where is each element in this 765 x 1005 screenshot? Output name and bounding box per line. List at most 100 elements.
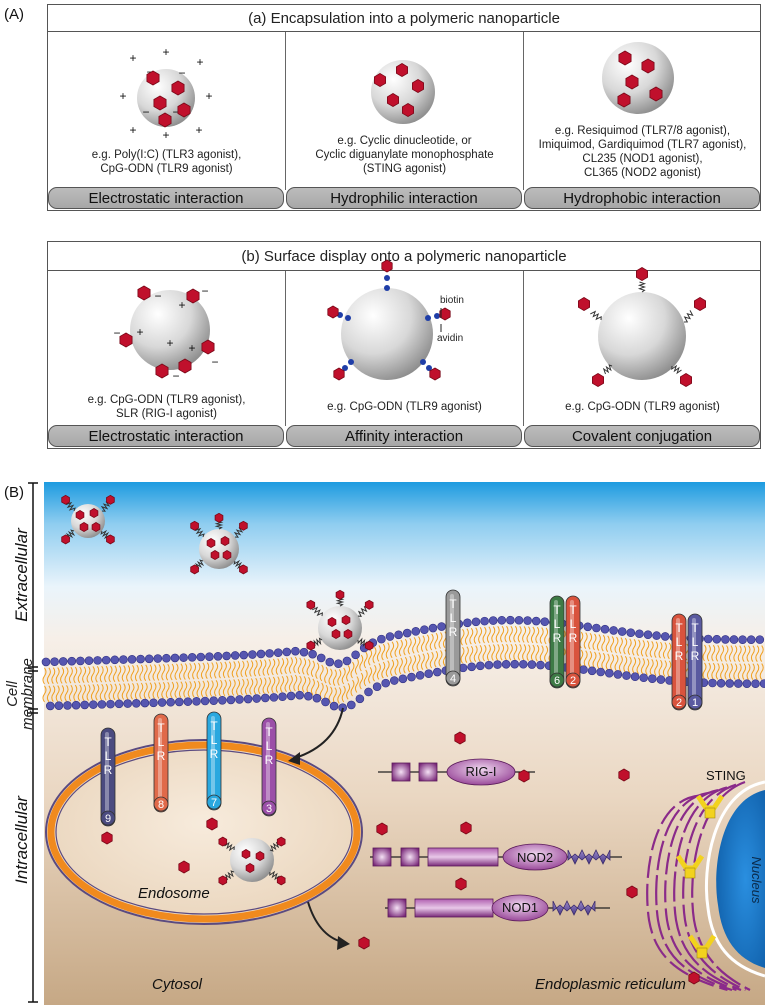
lipid-tail bbox=[90, 666, 95, 683]
lipid-tail bbox=[588, 633, 593, 650]
agonist-hexagon bbox=[190, 520, 199, 531]
lipid-tail bbox=[240, 660, 245, 678]
agonist-hexagon bbox=[220, 536, 230, 546]
lipid-tail bbox=[376, 663, 381, 680]
lipid-head bbox=[738, 635, 747, 644]
agonist-hexagon bbox=[214, 512, 224, 523]
agonist-hexagon bbox=[222, 550, 232, 560]
lipid-tail bbox=[148, 664, 153, 682]
lipid-tail bbox=[596, 634, 601, 651]
lipid-tail bbox=[486, 644, 491, 662]
lipid-tail bbox=[495, 644, 500, 661]
lipid-tail bbox=[258, 677, 263, 695]
linker bbox=[100, 501, 111, 512]
charge-markers: ++++++++−−−− bbox=[119, 45, 212, 142]
lipid-tail bbox=[280, 675, 285, 693]
lipid-tail bbox=[139, 664, 144, 682]
lipid-tail bbox=[640, 658, 645, 675]
lipid-tail bbox=[258, 659, 263, 677]
er-cisterna bbox=[664, 789, 737, 992]
tlr-letter: T bbox=[157, 721, 165, 735]
caption-line: Cyclic diguanylate monophosphate bbox=[315, 149, 494, 161]
caption-line: Imiquimod, Gardiquimod (TLR7 agonist), bbox=[538, 139, 747, 151]
lipid-head bbox=[742, 679, 752, 688]
encap-caption-hydrophobic: e.g. Resiquimod (TLR7/8 agonist), Imiqui… bbox=[524, 124, 761, 180]
interaction-pill-hydrophilic: Hydrophilic interaction bbox=[286, 187, 522, 209]
linker bbox=[194, 559, 205, 570]
charge-sign: − bbox=[172, 105, 179, 119]
lipid-tail bbox=[372, 646, 377, 664]
lipid-head bbox=[488, 616, 498, 625]
lipid-tail bbox=[535, 644, 540, 662]
nanoparticle bbox=[341, 288, 433, 380]
lipid-tail bbox=[632, 656, 637, 674]
lipid-head bbox=[144, 654, 154, 664]
lipid-tail bbox=[288, 657, 293, 674]
lipid-tail bbox=[385, 642, 390, 659]
agonist-hexagon bbox=[364, 599, 374, 610]
lipid-head bbox=[256, 649, 266, 659]
lipid-tail bbox=[500, 625, 505, 643]
agonist-hexagon bbox=[89, 508, 99, 518]
nanoparticle bbox=[371, 60, 435, 124]
lipid-tail bbox=[728, 663, 733, 680]
lipid-tail bbox=[412, 655, 417, 672]
agonist-hexagon bbox=[439, 307, 451, 321]
lipid-tail bbox=[610, 636, 615, 653]
lipid-head bbox=[101, 655, 111, 665]
lipid-tail bbox=[236, 678, 241, 696]
surface-caption-affinity: e.g. CpG-ODN (TLR9 agonist) bbox=[286, 400, 523, 414]
lipid-tail bbox=[161, 681, 166, 699]
agonist-hexagon bbox=[177, 102, 191, 118]
lipid-tail bbox=[337, 687, 342, 704]
lipid-tail bbox=[500, 643, 505, 661]
lipid-tail bbox=[539, 645, 544, 662]
linker bbox=[233, 527, 244, 538]
agonist-hexagon bbox=[276, 875, 286, 886]
tlr-body bbox=[153, 713, 169, 813]
agonist-hexagon bbox=[119, 332, 133, 348]
agonist-hexagon bbox=[245, 863, 255, 873]
lipid-tail bbox=[517, 644, 522, 661]
tlr-domain bbox=[100, 810, 116, 826]
lipid-tail bbox=[667, 642, 672, 660]
lipid-tail bbox=[196, 680, 201, 698]
lipid-tail bbox=[284, 657, 289, 675]
tlr-number: 8 bbox=[158, 799, 164, 811]
linker bbox=[357, 605, 368, 618]
lipid-head bbox=[540, 617, 550, 627]
lipid-tail bbox=[244, 678, 249, 696]
lipid-tail bbox=[394, 640, 399, 658]
charge-sign: − bbox=[154, 289, 161, 303]
lipid-tail bbox=[209, 662, 214, 679]
lipid-tail bbox=[645, 640, 650, 658]
lipid-head bbox=[346, 700, 356, 710]
lipid-tail bbox=[73, 666, 78, 684]
linker bbox=[335, 597, 345, 607]
lipid-tail bbox=[759, 645, 764, 662]
lipid-tail bbox=[526, 644, 531, 661]
charge-sign: + bbox=[119, 89, 126, 103]
agonist-hexagon bbox=[626, 885, 638, 899]
lipid-head bbox=[282, 647, 292, 657]
lipid-head bbox=[84, 656, 94, 665]
lipid-head bbox=[243, 694, 253, 704]
interaction-pill-electrostatic: Electrostatic interaction bbox=[48, 425, 284, 447]
lipid-tail bbox=[236, 660, 241, 678]
tlr-letter: L bbox=[105, 749, 112, 763]
tlr-body bbox=[100, 727, 116, 827]
tlr-domain bbox=[549, 672, 565, 688]
tlr-letter: R bbox=[553, 631, 562, 645]
lipid-head bbox=[153, 654, 163, 663]
lipid-tail bbox=[143, 664, 148, 682]
agonist-hexagon bbox=[694, 297, 706, 311]
er-label: Endoplasmic reticulum bbox=[535, 976, 686, 993]
lipid-head bbox=[192, 697, 201, 706]
lipid-tail bbox=[262, 659, 267, 676]
endoplasmic-reticulum bbox=[646, 780, 751, 992]
agonist-hexagon bbox=[206, 538, 216, 548]
agonist-hexagon bbox=[401, 103, 415, 117]
agonist-hexagon bbox=[61, 494, 70, 505]
lipid-head bbox=[643, 630, 653, 640]
lipid-tail bbox=[130, 682, 135, 700]
